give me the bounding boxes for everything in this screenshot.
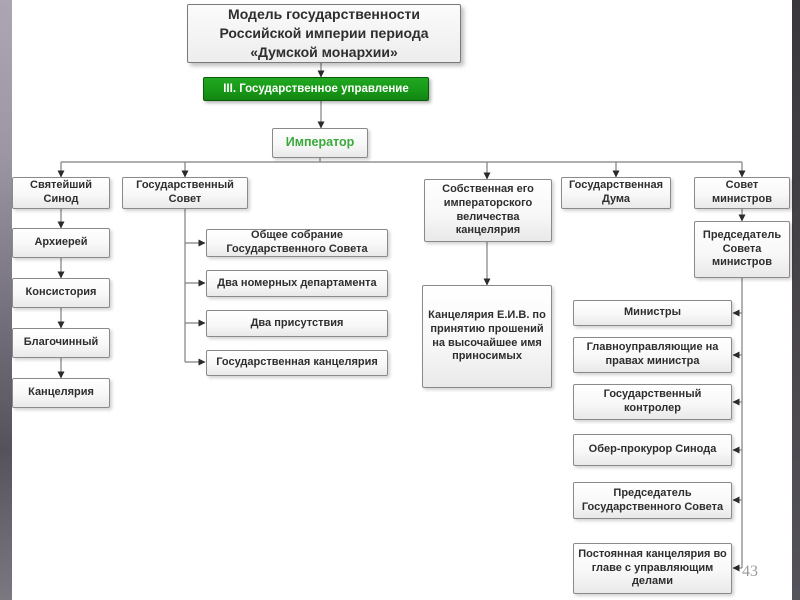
box-imperial-chancellery: Собственная его императорского величеств…	[424, 179, 552, 242]
box-petitions-chancellery: Канцелярия Е.И.В. по принятию прошений н…	[422, 285, 552, 388]
diagram-title: Модель государственности Российской импе…	[187, 4, 461, 63]
box-chairman-council-of-ministers: Председатель Совета министров	[694, 221, 790, 278]
box-chief-administrators: Главноуправляющие на правах министра	[573, 337, 732, 373]
box-ministers: Министры	[573, 300, 732, 326]
box-synod-chancellery: Канцелярия	[12, 378, 110, 408]
box-consistory: Консистория	[12, 278, 110, 308]
page-number: 43	[742, 563, 758, 580]
section-header: III. Государственное управление	[203, 77, 429, 101]
box-state-duma: Государственная Дума	[561, 177, 671, 209]
box-state-controller: Государственный контролер	[573, 384, 732, 420]
box-emperor: Император	[272, 128, 368, 158]
box-dean: Благочинный	[12, 328, 110, 358]
box-holy-synod: Святейший Синод	[12, 177, 110, 209]
slide-left-edge	[0, 0, 12, 600]
slide-right-edge	[792, 0, 800, 600]
box-council-of-ministers: Совет министров	[694, 177, 790, 209]
box-ober-procurator: Обер-прокурор Синода	[573, 434, 732, 466]
box-chairman-state-council: Председатель Государственного Совета	[573, 482, 732, 519]
box-general-assembly: Общее собрание Государственного Совета	[206, 229, 388, 257]
box-permanent-chancellery: Постоянная канцелярия во главе с управля…	[573, 543, 732, 594]
box-state-chancellery: Государственная канцелярия	[206, 350, 388, 376]
box-numbered-departments: Два номерных департамента	[206, 270, 388, 297]
box-state-council: Государственный Совет	[122, 177, 248, 209]
box-archbishop: Архиерей	[12, 228, 110, 258]
box-two-presences: Два присутствия	[206, 310, 388, 337]
